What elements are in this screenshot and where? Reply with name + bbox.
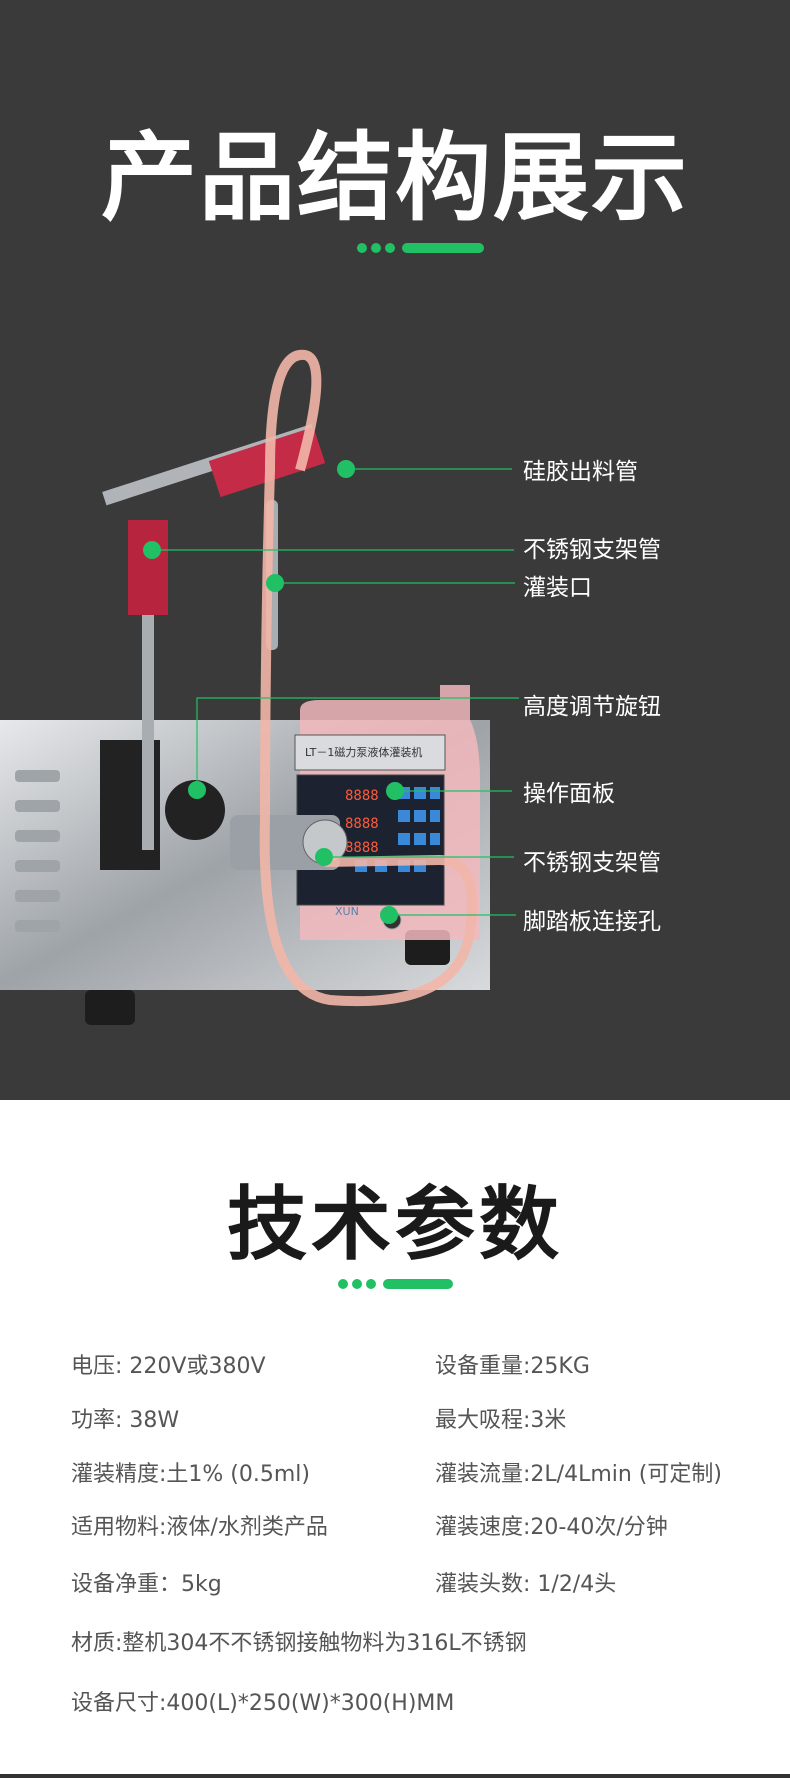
spec-net-weight: 设备净重：5kg [71, 1572, 222, 1597]
height-knob [165, 780, 225, 840]
structure-title: 产品结构展示 [101, 122, 689, 234]
panel-displays: 8888 8888 8888 [345, 788, 379, 856]
spec-material-type: 适用物料:液体/水剂类产品 [71, 1515, 328, 1540]
spec-material: 材质:整机304不不锈钢接触物料为316L不锈钢 [71, 1631, 527, 1656]
vent-slots [15, 770, 60, 932]
callout-height-knob: 高度调节旋钮 [523, 694, 661, 720]
title-decoration-2 [338, 1279, 468, 1289]
svg-text:8888: 8888 [345, 840, 379, 856]
red-clamp [128, 520, 168, 615]
machine-foot [85, 990, 135, 1025]
spec-suction: 最大吸程:3米 [435, 1408, 567, 1433]
support-post [142, 600, 154, 850]
spec-power: 功率: 38W [71, 1408, 180, 1433]
bottom-divider [0, 1774, 790, 1778]
spec-accuracy: 灌装精度:土1% (0.5ml) [71, 1462, 311, 1487]
specs-title: 技术参数 [227, 1178, 563, 1271]
machine-photo: LT－1磁力泵液体灌装机 8888 8888 8888 XUN [0, 349, 519, 1025]
svg-text:8888: 8888 [345, 788, 379, 804]
spec-speed: 灌装速度:20-40次/分钟 [435, 1515, 668, 1540]
spec-weight: 设备重量:25KG [435, 1354, 590, 1379]
brand-text: XUN [335, 905, 359, 918]
svg-text:8888: 8888 [345, 816, 379, 832]
spec-heads: 灌装头数: 1/2/4头 [435, 1572, 617, 1597]
panel-label-plate [294, 734, 446, 771]
spec-dimensions: 设备尺寸:400(L)*250(W)*300(H)MM [71, 1691, 455, 1716]
title-decoration [357, 243, 487, 253]
callout-filling-nozzle: 灌装口 [523, 575, 592, 601]
spec-voltage: 电压: 220V或380V [71, 1354, 266, 1379]
silicone-tube [259, 349, 477, 1007]
callout-dots [143, 460, 404, 924]
callout-steel-bracket: 不锈钢支架管 [523, 537, 661, 563]
callout-control-panel: 操作面板 [523, 781, 615, 807]
panel-title: LT－1磁力泵液体灌装机 [305, 745, 422, 759]
callout-silicone-tube: 硅胶出料管 [523, 459, 638, 485]
callout-lines [152, 468, 519, 916]
callout-pedal-port: 脚踏板连接孔 [523, 909, 661, 935]
spec-flow: 灌装流量:2L/4Lmin (可定制) [435, 1462, 722, 1487]
callout-steel-bracket-2: 不锈钢支架管 [523, 850, 661, 876]
